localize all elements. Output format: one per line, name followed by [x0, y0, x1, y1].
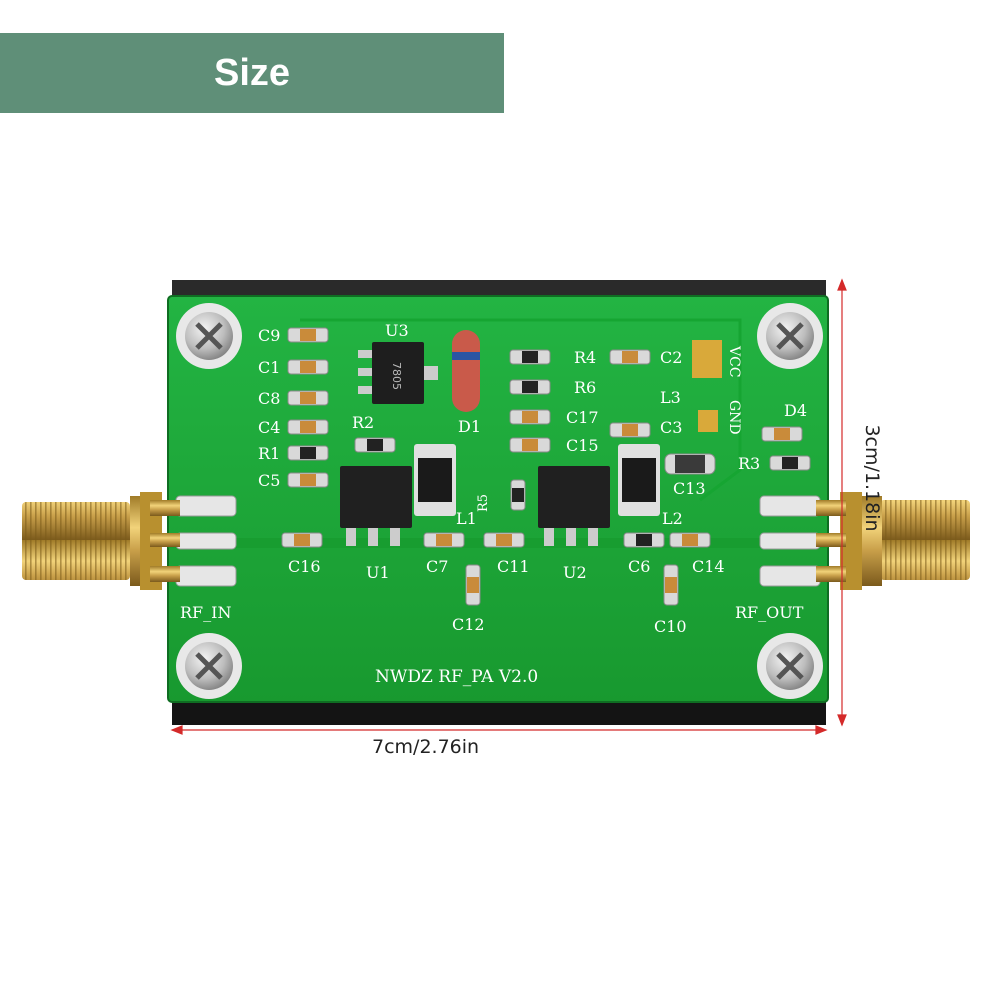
label-c3: C3 — [660, 418, 682, 437]
label-r4: R4 — [574, 348, 596, 367]
label-c12: C12 — [452, 615, 485, 634]
label-u3: U3 — [385, 321, 409, 340]
label-d4: D4 — [784, 401, 807, 420]
mount-screw-top-left — [176, 303, 242, 369]
regulator-marking: 7805 — [390, 362, 403, 390]
sma-connector-rf-in — [22, 492, 180, 590]
banner-title: Size — [213, 51, 291, 94]
dimension-lines — [170, 278, 847, 735]
label-l1: L1 — [456, 509, 477, 528]
label-r1: R1 — [258, 444, 280, 463]
label-c2: C2 — [660, 348, 682, 367]
label-c16: C16 — [288, 557, 321, 576]
label-rf-out: RF_OUT — [735, 603, 804, 622]
label-r5: R5 — [476, 494, 491, 512]
label-c6: C6 — [628, 557, 650, 576]
label-r2: R2 — [352, 413, 374, 432]
label-c7: C7 — [426, 557, 448, 576]
label-u1: U1 — [366, 563, 390, 582]
label-l2: L2 — [662, 509, 683, 528]
vcc-pad — [692, 340, 722, 432]
label-c9: C9 — [258, 326, 280, 345]
sma-connector-rf-out — [816, 492, 970, 590]
size-banner: Size — [0, 33, 504, 113]
label-u2: U2 — [563, 563, 587, 582]
label-gnd: GND — [726, 400, 742, 435]
label-rf-in: RF_IN — [180, 603, 231, 622]
board-name: NWDZ RF_PA V2.0 — [375, 667, 538, 687]
label-c13: C13 — [673, 479, 706, 498]
mount-screw-top-right — [757, 303, 823, 369]
mount-screw-bottom-left — [176, 633, 242, 699]
width-dimension-label: 7cm/2.76in — [372, 736, 480, 758]
diode-d1 — [452, 330, 480, 412]
transistor-u1 — [340, 466, 412, 546]
label-c8: C8 — [258, 389, 280, 408]
label-c10: C10 — [654, 617, 687, 636]
label-c14: C14 — [692, 557, 725, 576]
label-c17: C17 — [566, 408, 599, 427]
height-dimension-label: 3cm/1.18in — [861, 424, 883, 532]
label-c15: C15 — [566, 436, 599, 455]
inductor-l2 — [618, 444, 660, 516]
label-r3: R3 — [738, 454, 760, 473]
label-c11: C11 — [497, 557, 530, 576]
label-r6: R6 — [574, 378, 596, 397]
inductor-l1 — [414, 444, 456, 516]
label-vcc: VCC — [726, 345, 742, 378]
label-d1: D1 — [458, 417, 481, 436]
label-c4: C4 — [258, 418, 280, 437]
regulator-u3 — [358, 342, 438, 404]
label-l3: L3 — [660, 388, 681, 407]
label-c5: C5 — [258, 471, 280, 490]
label-c1: C1 — [258, 358, 280, 377]
smd-components — [281, 327, 811, 606]
mount-screw-bottom-right — [757, 633, 823, 699]
silkscreen-labels: C9 C1 C8 C4 R1 C5 U3 R2 D1 R4 C2 R6 L3 C… — [180, 321, 807, 687]
transistor-u2 — [538, 466, 610, 546]
